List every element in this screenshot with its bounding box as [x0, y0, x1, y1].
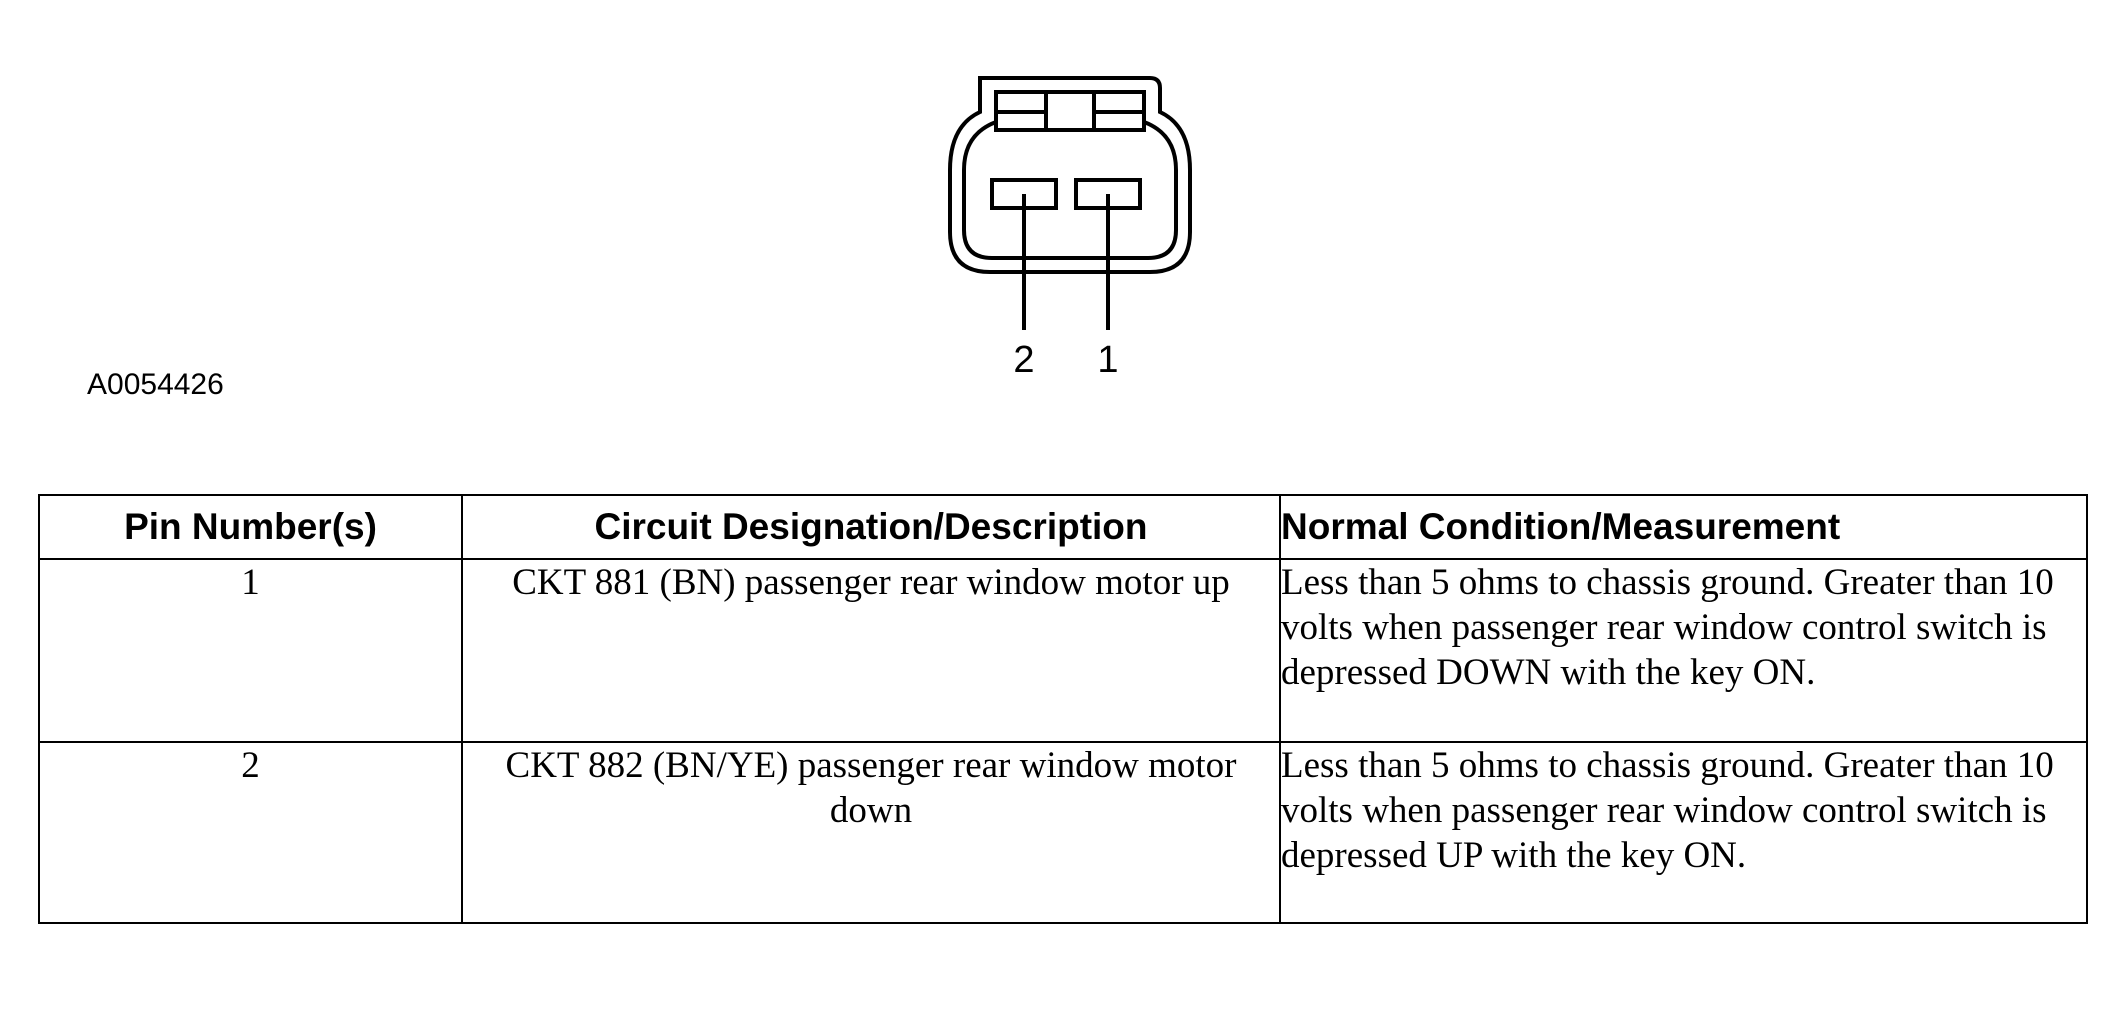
pin-table: Pin Number(s) Circuit Designation/Descri…: [38, 494, 2088, 924]
circuit-cell: CKT 882 (BN/YE) passenger rear window mo…: [461, 741, 1281, 924]
header-circuit: Circuit Designation/Description: [461, 494, 1281, 560]
header-pin-number: Pin Number(s): [38, 494, 463, 560]
table-header-row: Pin Number(s) Circuit Designation/Descri…: [38, 494, 2088, 560]
circuit-cell: CKT 881 (BN) passenger rear window motor…: [461, 558, 1281, 743]
figure-id: A0054426: [87, 368, 224, 401]
pin-label-2: 2: [1013, 339, 1034, 381]
connector-inner-outline: [962, 90, 1178, 260]
header-condition: Normal Condition/Measurement: [1279, 494, 2088, 560]
pin-number-cell: 1: [38, 558, 463, 743]
condition-cell: Less than 5 ohms to chassis ground. Grea…: [1279, 741, 2088, 924]
connector-diagram: 2 1: [948, 76, 1192, 381]
table-row: 2 CKT 882 (BN/YE) passenger rear window …: [38, 741, 2088, 924]
connector-outer-outline: [948, 76, 1192, 274]
condition-cell: Less than 5 ohms to chassis ground. Grea…: [1279, 558, 2088, 743]
table-row: 1 CKT 881 (BN) passenger rear window mot…: [38, 558, 2088, 743]
pin-number-cell: 2: [38, 741, 463, 924]
pin-label-1: 1: [1097, 339, 1118, 381]
